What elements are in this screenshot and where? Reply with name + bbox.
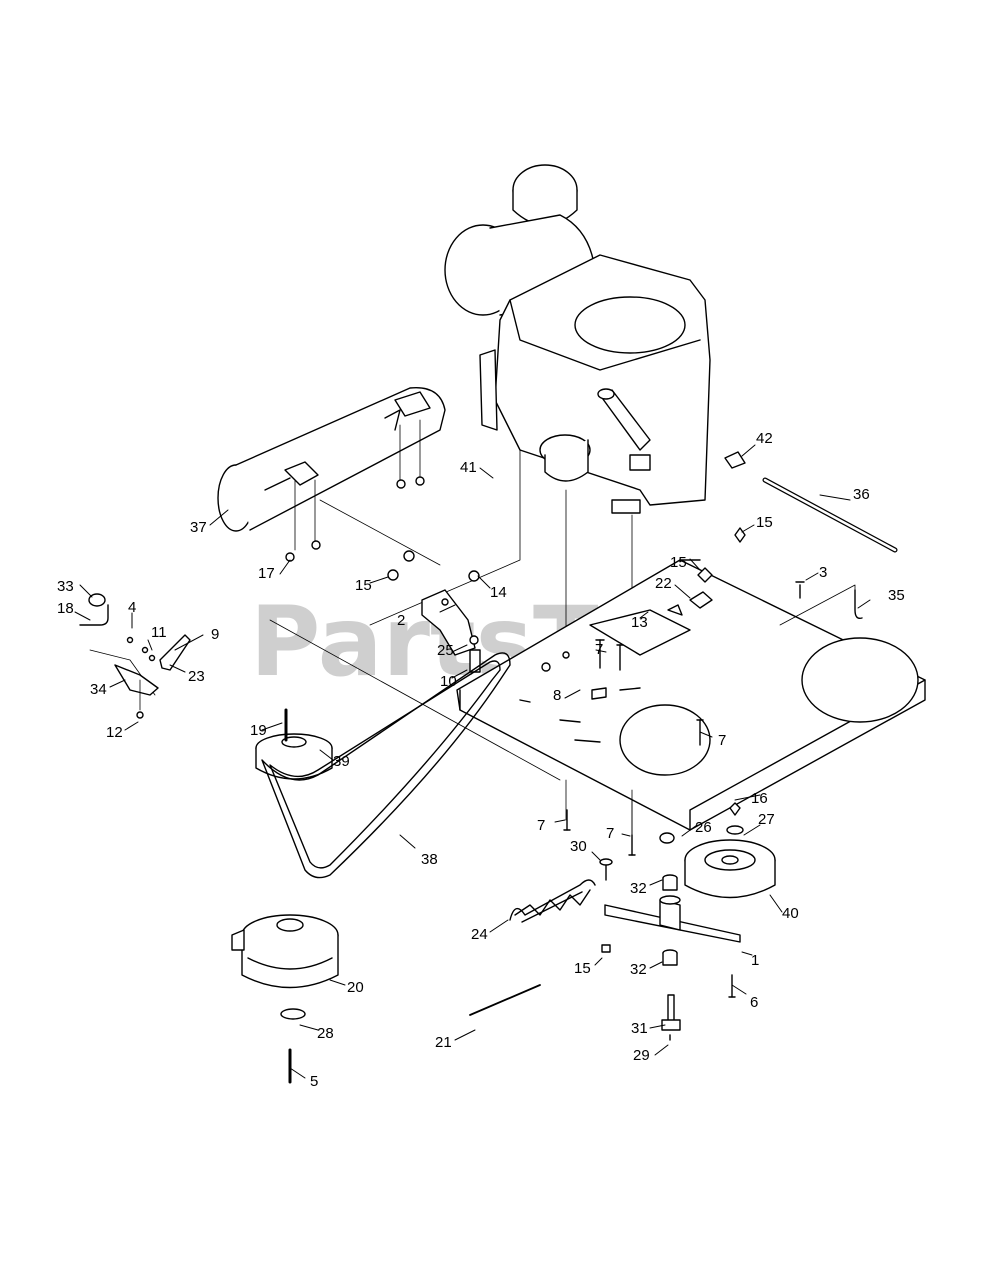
callout-20: 20 [347,979,364,996]
callout-19: 19 [250,722,267,739]
callout-32b: 32 [630,961,647,978]
callout-5: 5 [310,1073,318,1090]
callout-36: 36 [853,486,870,503]
extension-spring[interactable] [509,879,596,923]
callout-7b: 7 [718,732,726,749]
callout-26: 26 [695,819,712,836]
callout-labels: 1 2 3 4 5 6 7 7 7 7 8 9 10 11 12 13 14 1… [57,430,905,1090]
callout-14: 14 [490,584,507,601]
callout-39: 39 [333,753,350,770]
callout-34: 34 [90,681,107,698]
callout-29: 29 [633,1047,650,1064]
callout-32a: 32 [630,880,647,897]
callout-11: 11 [151,624,167,641]
callout-6: 6 [750,994,758,1011]
callout-42: 42 [756,430,773,447]
callout-28: 28 [317,1025,334,1042]
callout-15a: 15 [355,577,372,594]
callout-31: 31 [631,1020,648,1037]
bracket[interactable] [421,589,476,656]
drive-belt[interactable] [261,652,511,879]
rod[interactable] [469,984,541,1016]
engine[interactable] [369,164,711,846]
callout-13: 13 [631,614,648,631]
callout-40: 40 [782,905,799,922]
callout-25: 25 [437,642,454,659]
throttle-linkage[interactable] [79,593,191,719]
callout-4: 4 [128,599,136,616]
callout-15c: 15 [756,514,773,531]
electric-pto-clutch[interactable] [231,914,339,989]
callout-7a: 7 [595,641,603,658]
callout-30: 30 [570,838,587,855]
callout-10: 10 [440,673,457,690]
callout-35: 35 [888,587,905,604]
callout-15d: 15 [574,960,591,977]
muffler[interactable] [217,386,446,566]
callout-27: 27 [758,811,775,828]
callout-23: 23 [188,668,205,685]
callout-21: 21 [435,1034,452,1051]
callout-8: 8 [553,687,561,704]
engine-mount-plate[interactable] [269,559,926,836]
callout-37: 37 [190,519,207,536]
callout-15b: 15 [670,554,687,571]
hook[interactable] [854,589,863,620]
callout-9: 9 [211,626,219,643]
callout-12: 12 [106,724,123,741]
callout-7c: 7 [537,817,545,834]
callout-38: 38 [421,851,438,868]
callout-16: 16 [751,790,768,807]
callout-3: 3 [819,564,827,581]
callout-7d: 7 [606,825,614,842]
idler-arm[interactable] [604,874,741,1041]
callout-18: 18 [57,600,74,617]
fuel-hose[interactable] [762,477,898,553]
callout-33: 33 [57,578,74,595]
engine-pulley[interactable] [255,708,333,780]
callout-17: 17 [258,565,275,582]
callout-2: 2 [397,612,405,629]
idler-pulley[interactable] [684,839,776,899]
callout-41: 41 [460,459,477,476]
callout-1: 1 [751,952,759,969]
callout-24: 24 [471,926,488,943]
callout-22: 22 [655,575,672,592]
